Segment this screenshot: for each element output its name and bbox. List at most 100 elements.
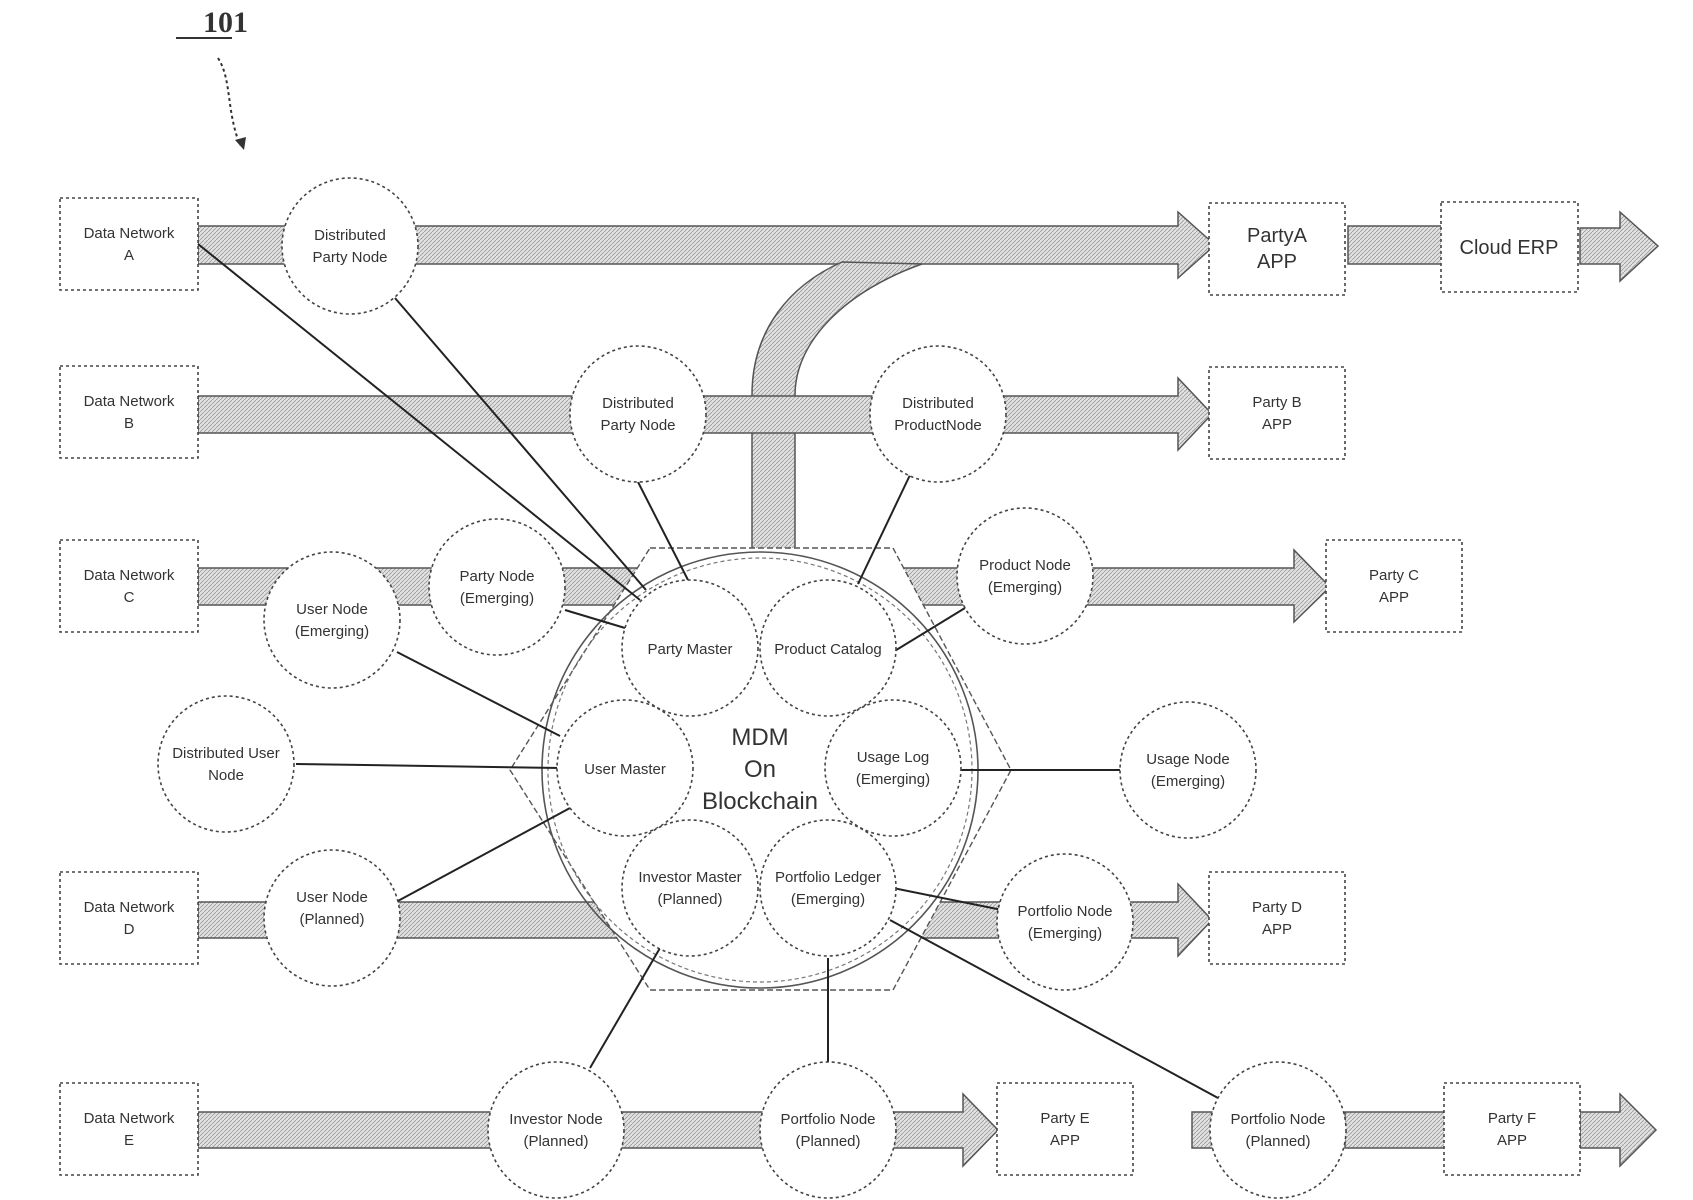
product-catalog-node: Product Catalog: [760, 580, 896, 716]
party-master-node: Party Master: [622, 580, 758, 716]
distributed-party-node-a: Distributed Party Node: [282, 178, 418, 314]
reference-leader: [218, 58, 240, 145]
distributed-user-node-line1: Distributed User: [172, 745, 280, 762]
portfolio-node-emerging-line2: (Emerging): [1028, 925, 1102, 942]
data-network-b-box: Data Network B: [60, 366, 198, 458]
data-network-d-box: Data Network D: [60, 872, 198, 964]
data-network-c-line1: Data Network: [84, 567, 175, 584]
cloud-erp-box: Cloud ERP: [1441, 202, 1578, 292]
distributed-product-node-line2: ProductNode: [894, 417, 982, 434]
flow-segment-f-mid: [1345, 1112, 1448, 1148]
portfolio-node-emerging-line1: Portfolio Node: [1017, 903, 1112, 920]
data-network-a-line2: A: [124, 247, 134, 264]
figure-reference: 101: [176, 6, 248, 150]
data-network-d-line1: Data Network: [84, 899, 175, 916]
investor-master-line2: (Planned): [657, 891, 722, 908]
party-b-app-line1: Party B: [1252, 394, 1301, 411]
user-node-planned: User Node (Planned): [264, 850, 400, 986]
center-line1: MDM: [731, 724, 788, 751]
flow-arrow-f-out: [1580, 1094, 1656, 1166]
party-c-app-line2: APP: [1379, 589, 1409, 606]
party-d-app-line2: APP: [1262, 921, 1292, 938]
distributed-product-node: Distributed ProductNode: [870, 346, 1006, 482]
product-node-emerging-line2: (Emerging): [988, 579, 1062, 596]
distributed-party-node-b-line1: Distributed: [602, 395, 674, 412]
distributed-user-node-line2: Node: [208, 767, 244, 784]
investor-node-planned-line2: (Planned): [523, 1133, 588, 1150]
party-e-app-line1: Party E: [1040, 1110, 1089, 1127]
user-node-planned-line2: (Planned): [299, 911, 364, 928]
usage-node-emerging: Usage Node (Emerging): [1120, 702, 1256, 838]
portfolio-node-planned-e-line2: (Planned): [795, 1133, 860, 1150]
user-node-emerging-line1: User Node: [296, 601, 368, 618]
party-c-app-box: Party C APP: [1326, 540, 1462, 632]
party-d-app-box: Party D APP: [1209, 872, 1345, 964]
product-node-emerging-line1: Product Node: [979, 557, 1071, 574]
portfolio-node-planned-e-line1: Portfolio Node: [780, 1111, 875, 1128]
distributed-product-node-line1: Distributed: [902, 395, 974, 412]
data-network-e-box: Data Network E: [60, 1083, 198, 1175]
data-network-b-line2: B: [124, 415, 134, 432]
usage-log-node: Usage Log (Emerging): [825, 700, 961, 836]
usage-node-emerging-line2: (Emerging): [1151, 773, 1225, 790]
flow-segment-a-erp: [1348, 226, 1448, 264]
party-e-app-line2: APP: [1050, 1132, 1080, 1149]
party-b-app-box: Party B APP: [1209, 367, 1345, 459]
distributed-party-node-b: Distributed Party Node: [570, 346, 706, 482]
usage-node-emerging-line1: Usage Node: [1146, 751, 1229, 768]
portfolio-node-planned-f: Portfolio Node (Planned): [1210, 1062, 1346, 1198]
product-node-emerging: Product Node (Emerging): [957, 508, 1093, 644]
distributed-user-node: Distributed User Node: [158, 696, 294, 832]
party-c-app-line1: Party C: [1369, 567, 1419, 584]
portfolio-ledger-node: Portfolio Ledger (Emerging): [760, 820, 896, 956]
data-network-b-line1: Data Network: [84, 393, 175, 410]
party-a-app-line1: PartyA: [1247, 225, 1308, 247]
product-catalog-label: Product Catalog: [774, 641, 882, 658]
investor-node-planned: Investor Node (Planned): [488, 1062, 624, 1198]
distributed-party-node-b-line2: Party Node: [600, 417, 675, 434]
figure-number: 101: [203, 6, 248, 39]
user-node-emerging-line2: (Emerging): [295, 623, 369, 640]
usage-log-line2: (Emerging): [856, 771, 930, 788]
cloud-erp-label: Cloud ERP: [1460, 237, 1559, 259]
link-user-emerging-user-master: [397, 652, 560, 736]
user-node-emerging: User Node (Emerging): [264, 552, 400, 688]
party-f-app-line2: APP: [1497, 1132, 1527, 1149]
party-node-emerging: Party Node (Emerging): [429, 519, 565, 655]
party-e-app-box: Party E APP: [997, 1083, 1133, 1175]
data-network-a-line1: Data Network: [84, 225, 175, 242]
portfolio-node-planned-f-line1: Portfolio Node: [1230, 1111, 1325, 1128]
party-b-app-line2: APP: [1262, 416, 1292, 433]
portfolio-ledger-line1: Portfolio Ledger: [775, 869, 881, 886]
center-line3: Blockchain: [702, 788, 818, 815]
data-network-d-line2: D: [124, 921, 135, 938]
party-master-label: Party Master: [647, 641, 732, 658]
data-network-e-line1: Data Network: [84, 1110, 175, 1127]
reference-arrowhead: [235, 137, 246, 150]
investor-node-planned-line1: Investor Node: [509, 1111, 602, 1128]
usage-log-line1: Usage Log: [857, 749, 930, 766]
party-a-app-box: PartyA APP: [1209, 203, 1345, 295]
center-line2: On: [744, 756, 776, 783]
party-node-emerging-line2: (Emerging): [460, 590, 534, 607]
portfolio-node-planned-f-line2: (Planned): [1245, 1133, 1310, 1150]
user-master-node: User Master: [557, 700, 693, 836]
portfolio-ledger-line2: (Emerging): [791, 891, 865, 908]
flow-arrow-cloud-erp-out: [1580, 212, 1658, 281]
party-f-app-line1: Party F: [1488, 1110, 1536, 1127]
user-master-label: User Master: [584, 761, 666, 778]
link-user-planned-user-master: [396, 808, 570, 902]
distributed-party-node-a-line1: Distributed: [314, 227, 386, 244]
data-network-e-line2: E: [124, 1132, 134, 1149]
user-node-planned-line1: User Node: [296, 889, 368, 906]
investor-master-line1: Investor Master: [638, 869, 741, 886]
distributed-party-node-a-line2: Party Node: [312, 249, 387, 266]
party-a-app-line2: APP: [1257, 251, 1297, 273]
link-investor-master-node: [590, 948, 660, 1068]
portfolio-node-emerging: Portfolio Node (Emerging): [997, 854, 1133, 990]
data-network-c-line2: C: [124, 589, 135, 606]
investor-master-node: Investor Master (Planned): [622, 820, 758, 956]
data-network-a-box: Data Network A: [60, 198, 198, 290]
party-f-app-box: Party F APP: [1444, 1083, 1580, 1175]
